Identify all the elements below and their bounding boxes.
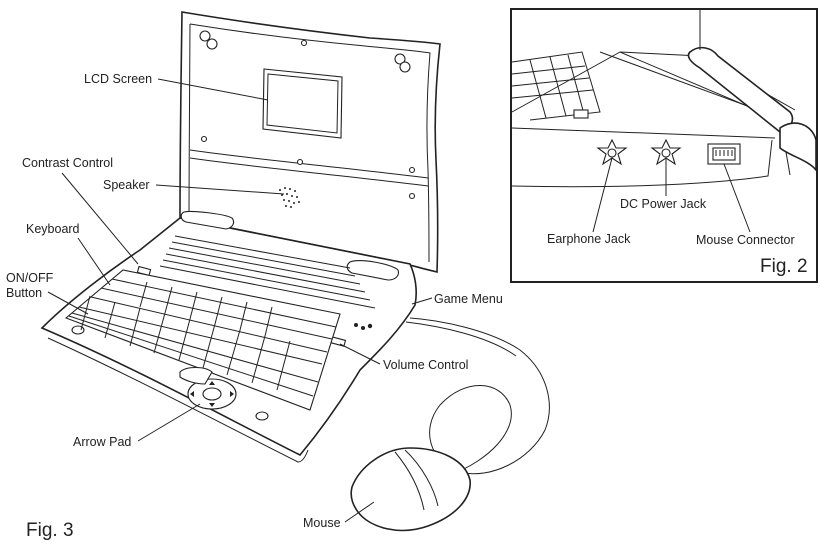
label-on-off-button: Button xyxy=(6,286,43,300)
keyboard-keys xyxy=(68,278,337,397)
mouse-connector xyxy=(707,143,741,165)
arrow-pad xyxy=(187,378,237,410)
laptop-lid xyxy=(179,11,441,274)
label-lcd-screen: LCD Screen xyxy=(84,72,153,86)
leader-lines xyxy=(47,78,433,523)
mouse xyxy=(350,447,471,532)
lcd-screen xyxy=(262,68,343,139)
label-earphone-jack: Earphone Jack xyxy=(547,232,631,246)
keyboard xyxy=(64,269,341,411)
label-mouse-connector: Mouse Connector xyxy=(696,233,795,247)
label-speaker: Speaker xyxy=(103,178,150,192)
label-keyboard: Keyboard xyxy=(26,222,80,236)
game-menu-icons xyxy=(354,323,373,330)
label-on-off: ON/OFF xyxy=(6,271,54,285)
caption-fig-2: Fig. 2 xyxy=(760,256,808,277)
speaker-grille xyxy=(279,187,300,208)
lid-screws xyxy=(199,30,416,200)
label-mouse: Mouse xyxy=(303,516,341,530)
label-contrast-control: Contrast Control xyxy=(22,156,114,170)
inset-figure-2 xyxy=(510,8,818,283)
base-vents xyxy=(159,235,376,309)
caption-fig-3: Fig. 3 xyxy=(26,520,74,541)
label-arrow-pad: Arrow Pad xyxy=(73,435,132,449)
label-volume-control: Volume Control xyxy=(383,358,469,372)
label-dc-power-jack: DC Power Jack xyxy=(620,197,707,211)
label-game-menu: Game Menu xyxy=(434,292,503,306)
